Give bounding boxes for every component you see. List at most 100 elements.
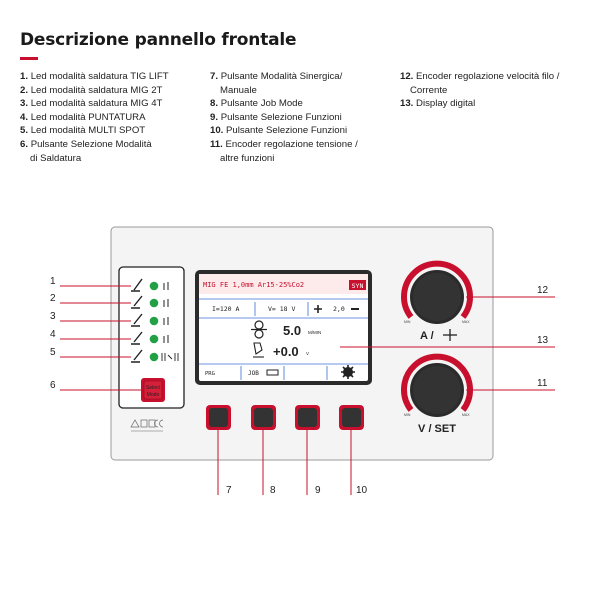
legend-text: Led modalità PUNTATURA — [30, 111, 146, 123]
function-select-button-1[interactable] — [295, 405, 320, 430]
legend-item: 6. Pulsante Selezione Modalità — [20, 138, 169, 152]
legend-text: Pulsante Selezione Funzioni — [226, 125, 348, 137]
led-mig-4t — [131, 313, 169, 327]
display-correction-unit: V — [306, 351, 309, 356]
left-callout-lines — [60, 285, 141, 391]
legend-text: Encoder regolazione tensione / — [225, 138, 358, 150]
legend-text: Pulsante Selezione Modalità — [30, 138, 152, 150]
legend-item: 11. Encoder regolazione tensione / — [210, 138, 358, 152]
legend-text: Pulsante Job Mode — [220, 98, 303, 110]
legend-number: 10. — [210, 125, 224, 137]
legend-item: 2. Led modalità saldatura MIG 2T — [20, 84, 169, 98]
select-mode-line1: Select — [146, 385, 161, 391]
legend-text-continued: di Saldatura — [30, 152, 82, 164]
legend-number: 8. — [210, 98, 219, 110]
callout-2: 2 — [50, 293, 56, 304]
torch-icon — [253, 342, 264, 358]
job-mode-button[interactable] — [251, 405, 276, 430]
led-mig-2t — [131, 295, 169, 309]
page-title: Descrizione pannello frontale — [20, 30, 297, 50]
callout-5: 5 — [50, 347, 56, 358]
legend-text: Led modalità saldatura MIG 4T — [30, 98, 163, 110]
callout-12: 12 — [537, 285, 549, 296]
led-multi-spot — [131, 349, 179, 363]
callout-6: 6 — [50, 380, 56, 391]
display-current: I=120 A — [212, 305, 239, 313]
legend-item: 4. Led modalità PUNTATURA — [20, 111, 169, 125]
callout-8: 8 — [270, 485, 276, 496]
legend-text: Display digital — [416, 98, 476, 110]
display-thickness: 2,0 — [333, 305, 345, 313]
display-footer-job: JOB — [248, 370, 259, 377]
job-slot-icon — [266, 369, 279, 376]
select-mode-line2: Mode — [147, 392, 160, 398]
legend-text-continued: Corrente — [410, 84, 448, 96]
select-mode-button-face — [143, 380, 163, 400]
callout-1: 1 — [50, 276, 56, 287]
bottom-callout-lines — [217, 430, 352, 495]
legend-number: 11. — [210, 138, 223, 150]
legend-item: 8. Pulsante Job Mode — [210, 97, 358, 111]
legend-number: 9. — [210, 111, 219, 123]
legend-item: 7. Pulsante Modalità Sinergica/ — [210, 70, 358, 84]
legend-text: Pulsante Selezione Funzioni — [220, 111, 342, 123]
display-footer-prg: PRG — [205, 371, 215, 377]
knob-bottom-max: MAX — [462, 413, 470, 417]
function-select-button-2[interactable] — [339, 405, 364, 430]
legend-item: 3. Led modalità saldatura MIG 4T — [20, 97, 169, 111]
display-header-bg — [199, 274, 368, 294]
legend-item: 5. Led modalità MULTI SPOT — [20, 124, 169, 138]
legend-text: Led modalità saldatura MIG 2T — [30, 84, 163, 96]
knob-top-label: A / — [420, 330, 434, 342]
display-correction: +0.0 — [273, 344, 299, 359]
legend-number: 6. — [20, 138, 29, 150]
display-header: MIG FE 1,0mm Ar15-25%Co2 — [203, 281, 304, 289]
callout-10: 10 — [356, 485, 368, 496]
knob-bottom-label: V / SET — [418, 423, 456, 435]
legend-text: Pulsante Modalità Sinergica/ — [220, 71, 343, 82]
legend-text: Led modalità saldatura TIG LIFT — [30, 71, 169, 82]
legend-number: 3. — [20, 98, 29, 110]
legend-number: 5. — [20, 125, 29, 137]
legend-text-continued: altre funzioni — [220, 152, 275, 164]
display-wire-unit: M/MIN — [308, 330, 321, 335]
legend-column-3: 12. Encoder regolazione velocità filo /C… — [400, 70, 559, 111]
legend-item: 1. Led modalità saldatura TIG LIFT — [20, 70, 169, 84]
callout-9: 9 — [315, 485, 321, 496]
legend-text: Led modalità MULTI SPOT — [30, 125, 146, 137]
legend-text: Encoder regolazione velocità filo / — [416, 71, 560, 82]
certification-marks-icon — [130, 419, 164, 432]
callout-7: 7 — [226, 485, 232, 496]
thickness-unit-icon — [351, 308, 359, 310]
display-wire-speed: 5.0 — [283, 323, 301, 338]
settings-gear-icon — [341, 365, 355, 379]
legend-item: 10. Pulsante Selezione Funzioni — [210, 124, 358, 138]
led-puntatura — [131, 331, 169, 345]
current-symbol-icon — [443, 329, 457, 341]
title-underline — [20, 57, 38, 60]
display-screen — [199, 274, 368, 381]
legend-number: 2. — [20, 84, 29, 96]
legend-number: 13. — [400, 98, 414, 110]
callout-3: 3 — [50, 311, 56, 322]
display-voltage: V= 18 V — [268, 305, 295, 313]
syn-badge — [349, 280, 366, 290]
synergic-manual-button[interactable] — [206, 405, 231, 430]
wire-spool-icon — [251, 320, 267, 339]
thickness-icon — [314, 305, 322, 313]
right-callout-lines — [340, 296, 555, 391]
legend-number: 12. — [400, 71, 414, 82]
knob-top-min: MIN — [404, 320, 411, 324]
led-tig-lift — [131, 278, 169, 292]
knob-top-max: MAX — [462, 320, 470, 324]
legend-item: 9. Pulsante Selezione Funzioni — [210, 111, 358, 125]
syn-badge-text: SYN — [352, 282, 364, 290]
legend-item: 12. Encoder regolazione velocità filo / — [400, 70, 559, 84]
legend-number: 4. — [20, 111, 29, 123]
legend-number: 1. — [20, 71, 29, 82]
callout-13: 13 — [537, 335, 549, 346]
callout-4: 4 — [50, 329, 56, 340]
legend-text-continued: Manuale — [220, 84, 257, 96]
